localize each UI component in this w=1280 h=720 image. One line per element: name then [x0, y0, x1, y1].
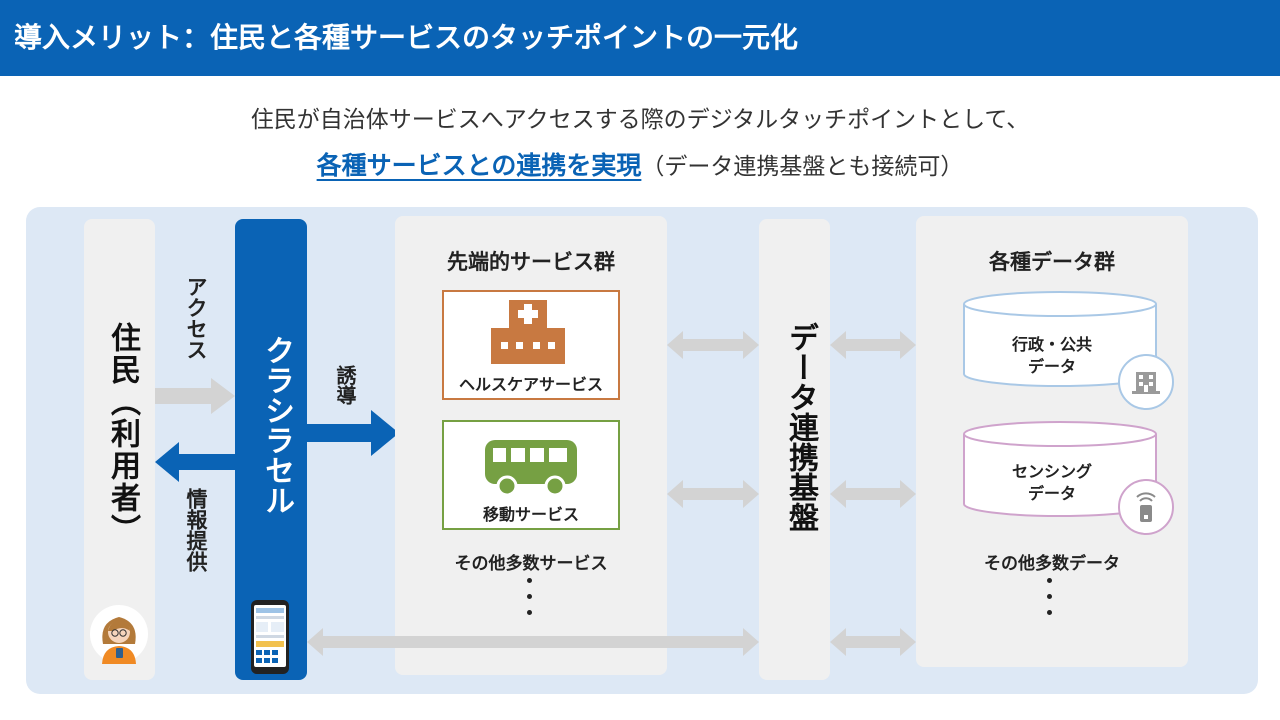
platform-column: [759, 219, 830, 680]
services-platform-arrow: [667, 331, 759, 359]
guide-label: 誘導: [333, 365, 357, 405]
kurashirasel-platform-arrow: [307, 628, 759, 656]
other-services-label: その他多数サービス: [454, 554, 608, 574]
resident-label: 住民（利用者）: [105, 322, 140, 546]
public-data-label: 行政・公共 データ: [962, 334, 1142, 378]
ellipsis-dot: [1047, 578, 1052, 583]
public-data-line2: データ: [1027, 357, 1076, 376]
services-title: 先端的サービス群: [447, 250, 615, 274]
platform-data-arrow: [830, 480, 916, 508]
platform-data-arrow: [830, 331, 916, 359]
lead-emphasis: 各種サービスとの連携を実現: [316, 151, 642, 180]
mobility-service-label: 移動サービス: [482, 505, 579, 524]
resident-avatar: [90, 605, 148, 664]
sensing-data-label: センシング データ: [962, 461, 1142, 505]
sensing-data-line1: センシング: [1011, 462, 1092, 481]
bus-icon: [485, 440, 577, 497]
sensing-data-line2: データ: [1027, 484, 1076, 503]
access-label: アクセス: [184, 276, 208, 360]
header-bar: [0, 0, 1280, 76]
lead-line-2: 各種サービスとの連携を実現（データ連携基盤とも接続可）: [0, 146, 1280, 182]
data-title: 各種データ群: [989, 250, 1115, 274]
public-data-line1: 行政・公共: [1011, 335, 1092, 354]
ellipsis-dot: [527, 578, 532, 583]
ellipsis-dot: [527, 594, 532, 599]
ellipsis-dot: [1047, 610, 1052, 615]
building-icon: [1118, 354, 1174, 410]
info-arrow: [155, 442, 235, 482]
sensor-icon: [1118, 479, 1174, 535]
services-platform-arrow: [667, 480, 759, 508]
lead-line-1: 住民が自治体サービスへアクセスする際のデジタルタッチポイントとして、: [250, 107, 1030, 133]
healthcare-service-label: ヘルスケアサービス: [458, 375, 603, 394]
ellipsis-dot: [1047, 594, 1052, 599]
hospital-icon: [491, 300, 565, 364]
smartphone-icon: [251, 600, 289, 674]
other-data-label: その他多数データ: [984, 554, 1120, 574]
lead-rest: （データ連携基盤とも接続可）: [641, 154, 964, 180]
ellipsis-dot: [527, 610, 532, 615]
resident-column: [84, 219, 155, 680]
platform-label: データ連携基盤: [783, 322, 818, 532]
access-arrow: [155, 378, 235, 414]
info-label: 情報提供: [184, 488, 208, 572]
platform-data-arrow: [830, 628, 916, 656]
page-title: 導入メリット：住民と各種サービスのタッチポイントの一元化: [14, 21, 799, 54]
guide-arrow: [307, 410, 399, 456]
kurashirasel-label: クラシラセル: [259, 335, 294, 515]
